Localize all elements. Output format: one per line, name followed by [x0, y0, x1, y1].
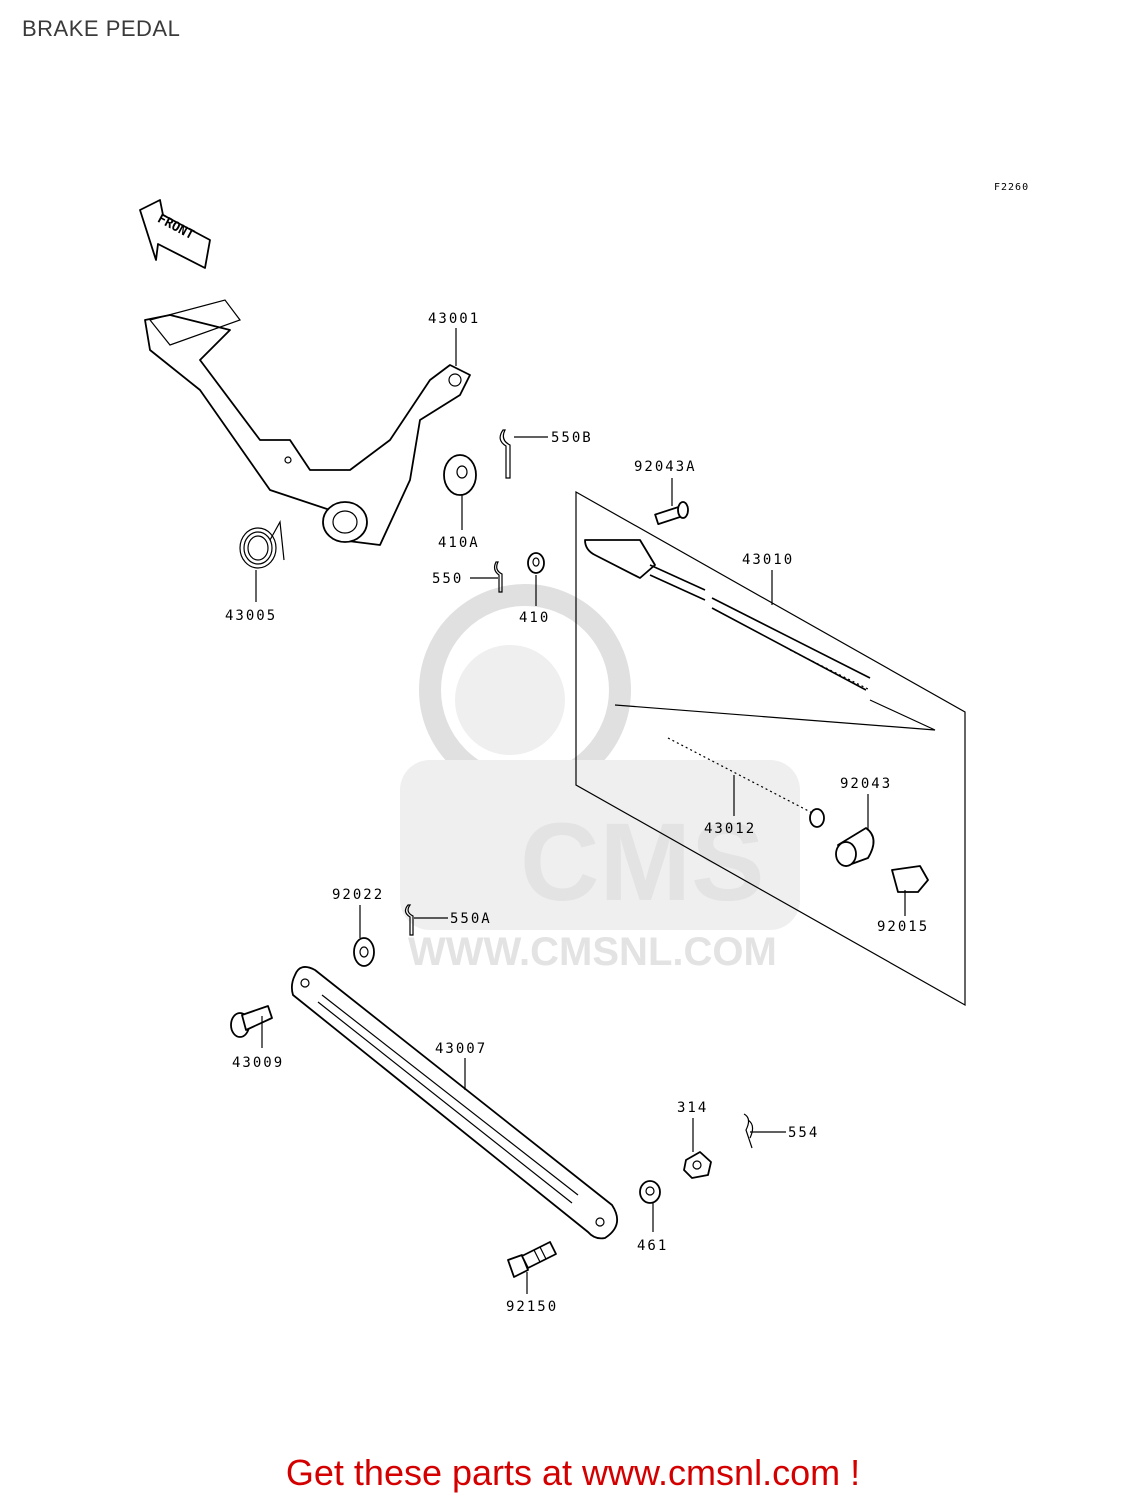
pin-92043a-icon [654, 501, 689, 525]
part-label: 43010 [742, 552, 794, 568]
clip-554-icon [743, 1113, 754, 1149]
part-label: 554 [788, 1125, 819, 1141]
rod-spring-icon [667, 737, 825, 828]
return-spring-icon [239, 520, 285, 569]
part-label: 92015 [877, 919, 929, 935]
pin-43009-icon [230, 1005, 273, 1038]
washer-410-icon [527, 552, 545, 574]
part-label: 461 [637, 1238, 668, 1254]
part-label: 43009 [232, 1055, 284, 1071]
leader-lines [255, 328, 906, 1294]
part-label: 92022 [332, 887, 384, 903]
part-label: 550A [450, 911, 492, 927]
rod-assembly-box [575, 490, 966, 1007]
bolt-92150-icon [507, 1241, 557, 1278]
diagram-ref: F2260 [994, 182, 1029, 193]
part-label: 43012 [704, 821, 756, 837]
link-rod-icon [290, 966, 619, 1240]
part-label: 410A [438, 535, 480, 551]
part-labels: 43001 550B 92043A 410A 43010 550 410 430… [225, 311, 929, 1315]
part-label: 550B [551, 430, 593, 446]
cotter-pin-550-icon [493, 561, 503, 593]
part-label: 92150 [506, 1299, 558, 1315]
part-label: 314 [677, 1100, 708, 1116]
part-label: 43007 [435, 1041, 487, 1057]
nut-92015-icon [891, 865, 929, 893]
part-label: 410 [519, 610, 550, 626]
part-label: 43005 [225, 608, 277, 624]
washer-92022-icon [353, 937, 375, 967]
brake-pedal-arm [144, 299, 471, 546]
trunnion-92043-icon [835, 827, 875, 867]
watermark-url: WWW.CMSNL.COM [408, 930, 777, 974]
part-label: 92043A [634, 459, 697, 475]
footer-link[interactable]: Get these parts at www.cmsnl.com ! [285, 1452, 861, 1493]
watermark: CMS WWW.CMSNL.COM [400, 584, 800, 974]
cotter-pin-550b-icon [499, 429, 511, 479]
part-label: 92043 [840, 776, 892, 792]
page-title: BRAKE PEDAL [22, 16, 181, 41]
front-arrow-icon: FRONT [139, 199, 211, 269]
part-label: 43001 [428, 311, 480, 327]
nut-314-icon [683, 1151, 712, 1179]
brake-rod-icon [584, 539, 871, 691]
watermark-brand: CMS [520, 801, 764, 924]
washer-461-icon [639, 1180, 661, 1204]
washer-410a-icon [443, 454, 477, 496]
cotter-pin-550a-icon [404, 904, 414, 936]
part-label: 550 [432, 571, 463, 587]
